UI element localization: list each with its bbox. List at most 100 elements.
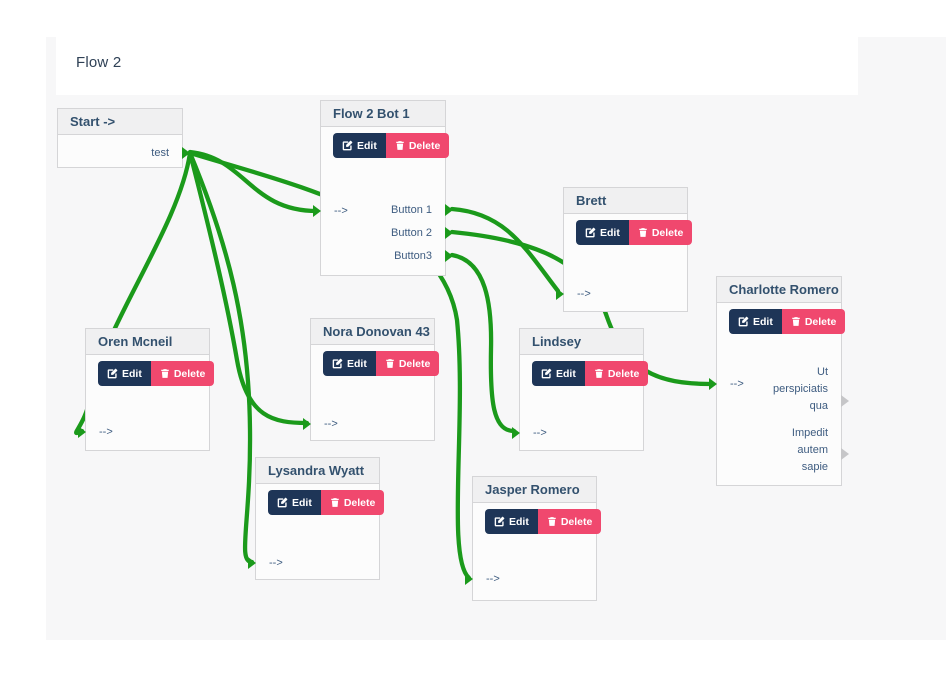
port-label: --> — [486, 573, 500, 585]
trash-icon — [396, 141, 404, 150]
input-port[interactable] — [465, 573, 473, 585]
connection-bot1:button1-brett:in[interactable] — [449, 206, 561, 294]
node-actions: Edit Delete — [268, 490, 385, 515]
header-band: Flow 2 — [56, 30, 858, 95]
node-actions: Edit Delete — [98, 361, 215, 386]
trash-icon — [595, 369, 603, 378]
delete-button[interactable]: Delete — [628, 220, 693, 245]
delete-button[interactable]: Delete — [584, 361, 649, 386]
edit-button-label: Edit — [122, 367, 142, 380]
edit-button-label: Edit — [292, 496, 312, 509]
output-port[interactable] — [445, 250, 453, 262]
trash-icon — [331, 498, 339, 507]
node-actions: Edit Delete — [532, 361, 649, 386]
edit-button[interactable]: Edit — [98, 361, 151, 386]
edit-button[interactable]: Edit — [576, 220, 629, 245]
edit-button[interactable]: Edit — [729, 309, 782, 334]
node-title: Flow 2 Bot 1 — [321, 101, 445, 127]
input-port[interactable] — [512, 427, 520, 439]
port-label: Button3 — [394, 250, 432, 262]
edit-button[interactable]: Edit — [268, 490, 321, 515]
node-title: Lindsey — [520, 329, 643, 355]
connection-bot1:button2-charlotte:in[interactable] — [449, 229, 714, 387]
port-label: Button 1 — [391, 204, 432, 216]
output-port[interactable] — [445, 204, 453, 216]
delete-button[interactable]: Delete — [537, 509, 602, 534]
edit-button[interactable]: Edit — [333, 133, 386, 158]
delete-button[interactable]: Delete — [150, 361, 215, 386]
delete-button-label: Delete — [607, 367, 640, 380]
trash-icon — [161, 369, 169, 378]
input-port[interactable] — [556, 288, 564, 300]
node-actions: Edit Delete — [333, 133, 450, 158]
edit-pencil-icon — [738, 316, 749, 327]
connection-start:test-bot1:in[interactable] — [187, 149, 320, 214]
input-port[interactable] — [313, 205, 321, 217]
trash-icon — [639, 228, 647, 237]
delete-button[interactable]: Delete — [781, 309, 846, 334]
connection-start:test-nora:in[interactable] — [187, 150, 310, 426]
trash-icon — [792, 317, 800, 326]
node-title: Charlotte Romero — [717, 277, 841, 303]
flow-title: Flow 2 — [76, 54, 122, 71]
edit-button-label: Edit — [347, 357, 367, 370]
edit-button-label: Edit — [753, 315, 773, 328]
edit-pencil-icon — [332, 358, 343, 369]
output-port[interactable] — [841, 448, 849, 460]
edit-pencil-icon — [541, 368, 552, 379]
edit-pencil-icon — [277, 497, 288, 508]
delete-button-label: Delete — [343, 496, 376, 509]
edit-button[interactable]: Edit — [323, 351, 376, 376]
edit-pencil-icon — [585, 227, 596, 238]
edit-pencil-icon — [342, 140, 353, 151]
node-title: Oren Mcneil — [86, 329, 209, 355]
node-actions: Edit Delete — [576, 220, 693, 245]
node-title: Brett — [564, 188, 687, 214]
input-port[interactable] — [78, 426, 86, 438]
edit-button[interactable]: Edit — [485, 509, 538, 534]
node-title: Lysandra Wyatt — [256, 458, 379, 484]
port-label: --> — [99, 426, 113, 438]
node-actions: Edit Delete — [729, 309, 846, 334]
delete-button-label: Delete — [173, 367, 206, 380]
input-port[interactable] — [709, 378, 717, 390]
delete-button-label: Delete — [651, 226, 684, 239]
output-port[interactable] — [841, 395, 849, 407]
delete-button[interactable]: Delete — [385, 133, 450, 158]
delete-button[interactable]: Delete — [320, 490, 385, 515]
port-label: --> — [577, 288, 591, 300]
flow-node-start[interactable]: Start -> test — [57, 108, 190, 168]
port-label: Button 2 — [391, 227, 432, 239]
edit-button[interactable]: Edit — [532, 361, 585, 386]
input-port[interactable] — [248, 557, 256, 569]
edit-button-label: Edit — [357, 139, 377, 152]
input-port[interactable] — [303, 418, 311, 430]
edit-button-label: Edit — [600, 226, 620, 239]
port-label: --> — [730, 378, 744, 390]
node-title: Start -> — [58, 109, 182, 135]
port-label: --> — [533, 427, 547, 439]
output-port[interactable] — [182, 147, 190, 159]
output-port[interactable] — [445, 227, 453, 239]
connection-start:test-jasper:in[interactable] — [187, 150, 472, 581]
connection-bot1:button3-lindsey:in[interactable] — [449, 252, 517, 434]
port-label: --> — [269, 557, 283, 569]
connection-start:test-lysandra:in[interactable] — [187, 150, 255, 565]
trash-icon — [386, 359, 394, 368]
delete-button[interactable]: Delete — [375, 351, 440, 376]
port-label: --> — [324, 418, 338, 430]
port-label: test — [151, 147, 169, 159]
delete-button-label: Delete — [804, 315, 837, 328]
